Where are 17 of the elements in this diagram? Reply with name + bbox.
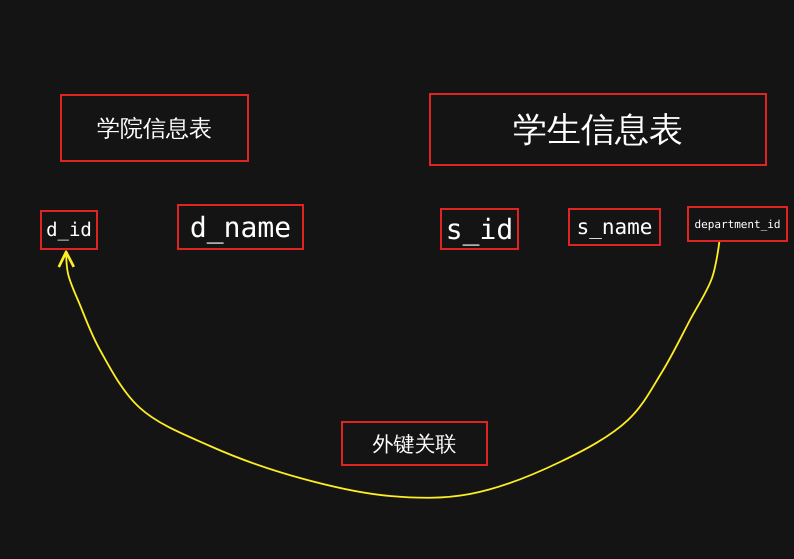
- node-text: s_name: [576, 215, 652, 239]
- node-text: s_id: [446, 212, 514, 246]
- node-text: 学院信息表: [97, 114, 212, 144]
- node-text: d_name: [190, 210, 292, 244]
- label-box: [429, 93, 767, 166]
- label-box: [40, 210, 98, 250]
- node-text: d_id: [46, 219, 92, 241]
- node-text: department_id: [694, 218, 781, 230]
- node-text: 学生信息表: [513, 108, 683, 152]
- curved-arrow: [58, 242, 720, 499]
- label-box: [568, 208, 661, 246]
- label-box: [687, 206, 788, 242]
- label-box: [177, 204, 304, 250]
- label-box: [60, 94, 249, 162]
- label-box: [341, 421, 488, 466]
- node-text: 外键关联: [372, 430, 456, 458]
- label-box: [440, 208, 519, 250]
